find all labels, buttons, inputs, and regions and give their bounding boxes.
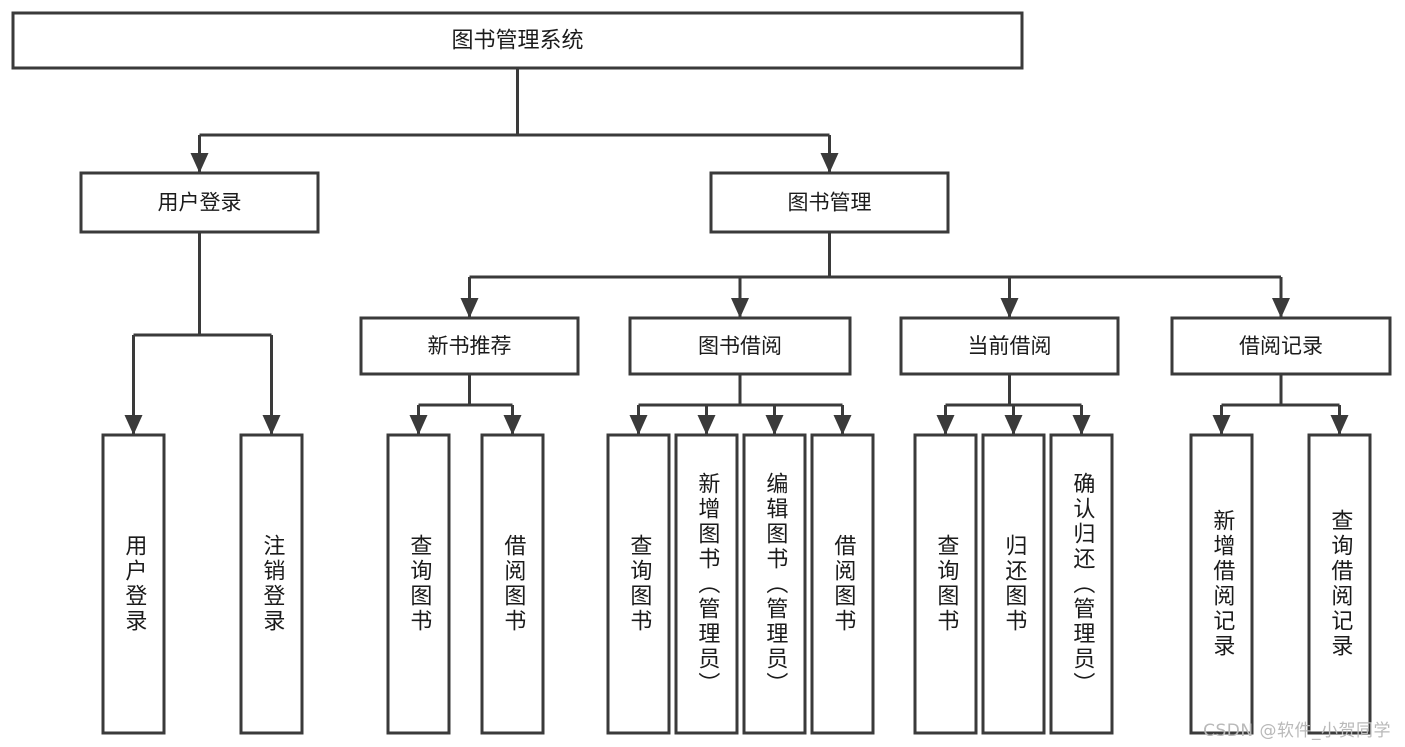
- arrow-head-leaf-borrow-book-1: [503, 415, 522, 435]
- label-borrow-record: 借阅记录: [1239, 334, 1323, 358]
- arrow-head-current-borrow: [1000, 298, 1019, 318]
- node-user-login[interactable]: [79, 171, 320, 234]
- arrow-head-book-borrow: [731, 298, 749, 318]
- leaf-leaf-borrow-book-2[interactable]: [810, 433, 875, 735]
- node-book-manage[interactable]: [709, 171, 950, 234]
- leaf-leaf-query-book-3[interactable]: [913, 433, 978, 735]
- node-new-book-recommend[interactable]: [359, 316, 580, 376]
- arrow-head-leaf-query-record: [1330, 415, 1349, 435]
- arrow-head-leaf-add-book: [697, 415, 716, 435]
- leaf-leaf-logout[interactable]: [239, 433, 304, 735]
- label-new-book-recommend: 新书推荐: [428, 334, 512, 358]
- leaf-leaf-user-login[interactable]: [101, 433, 166, 735]
- leaf-leaf-borrow-book-1[interactable]: [480, 433, 545, 735]
- node-root[interactable]: [11, 11, 1024, 70]
- label-book-borrow: 图书借阅: [698, 334, 782, 358]
- arrow-head-user-login: [190, 153, 209, 173]
- leaf-leaf-query-book-1[interactable]: [386, 433, 451, 735]
- node-current-borrow[interactable]: [899, 316, 1120, 376]
- arrow-head-book-manage: [820, 153, 839, 173]
- arrow-head-leaf-user-login: [124, 415, 143, 435]
- node-book-borrow[interactable]: [628, 316, 852, 376]
- connector-layer: [124, 68, 1349, 435]
- label-current-borrow: 当前借阅: [968, 334, 1052, 358]
- label-user-login: 用户登录: [158, 191, 242, 215]
- leaf-leaf-edit-book[interactable]: [742, 433, 807, 735]
- label-root: 图书管理系统: [451, 29, 583, 54]
- leaf-leaf-query-record[interactable]: [1307, 433, 1372, 735]
- arrow-head-leaf-add-record: [1212, 415, 1231, 435]
- leaf-leaf-confirm-return[interactable]: [1049, 433, 1114, 735]
- leaf-leaf-add-record[interactable]: [1189, 433, 1254, 735]
- arrow-head-leaf-logout: [262, 415, 281, 435]
- arrow-head-borrow-record: [1272, 298, 1290, 318]
- arrow-head-leaf-query-book-3: [936, 415, 955, 435]
- arrow-head-leaf-confirm-return: [1072, 415, 1091, 435]
- arrow-head-leaf-edit-book: [765, 415, 784, 435]
- label-book-manage: 图书管理: [788, 191, 872, 215]
- arrow-head-leaf-borrow-book-2: [833, 415, 852, 435]
- leaf-leaf-add-book[interactable]: [674, 433, 739, 735]
- node-box-layer: [11, 11, 1392, 735]
- csdn-watermark: CSDN @软件_小贺同学: [1203, 721, 1391, 741]
- node-borrow-record[interactable]: [1170, 316, 1392, 376]
- arrow-head-leaf-query-book-1: [409, 415, 428, 435]
- arrow-head-leaf-return-book: [1004, 415, 1023, 435]
- leaf-leaf-query-book-2[interactable]: [606, 433, 671, 735]
- leaf-leaf-return-book[interactable]: [981, 433, 1046, 735]
- arrow-head-leaf-query-book-2: [629, 415, 648, 435]
- arrow-head-new-book-recommend: [460, 298, 479, 318]
